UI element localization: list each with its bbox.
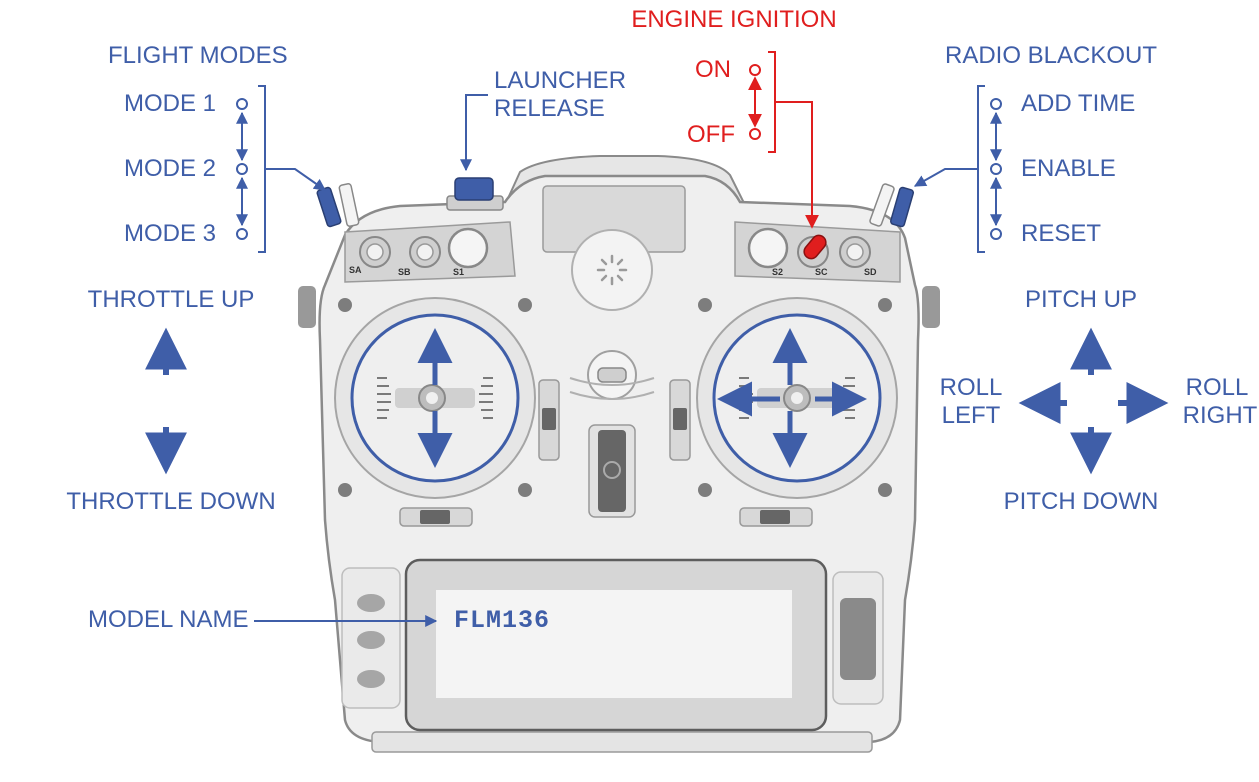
switch-tag-sa: SA <box>349 265 362 275</box>
switch-tag-s1: S1 <box>453 267 464 277</box>
launcher-release-label-2: RELEASE <box>494 95 605 122</box>
pitch-roll-arrows <box>1018 327 1169 475</box>
roll-right-label-1: ROLL <box>1185 374 1249 401</box>
model-name-value: FLM136 <box>454 606 551 635</box>
switch-tag-s2: S2 <box>772 267 783 277</box>
enable-label: ENABLE <box>1021 155 1116 182</box>
roll-left-label-1: ROLL <box>939 374 1003 401</box>
engine-off-label: OFF <box>687 121 735 148</box>
launcher-pointer <box>460 94 488 172</box>
launcher-release-label-1: LAUNCHER <box>494 67 627 94</box>
throttle-down-label: THROTTLE DOWN <box>66 488 276 515</box>
engine-ignition-heading: ENGINE IGNITION <box>631 6 837 33</box>
flight-modes-heading: FLIGHT MODES <box>108 42 288 69</box>
mode-1-label: MODE 1 <box>123 90 216 117</box>
engine-on-label: ON <box>695 56 731 83</box>
switch-tag-sd: SD <box>864 267 877 277</box>
radio-blackout-diagram <box>913 85 1002 253</box>
add-time-label: ADD TIME <box>1021 90 1136 117</box>
pitch-up-label: PITCH UP <box>1024 286 1138 313</box>
roll-right-label-2: RIGHT <box>1182 402 1258 429</box>
throttle-up-label: THROTTLE UP <box>87 286 255 313</box>
switch-tag-sc: SC <box>815 267 828 277</box>
flight-modes-diagram <box>236 85 326 253</box>
switch-tag-sb: SB <box>398 267 411 277</box>
engine-ignition-diagram <box>748 51 819 229</box>
radio-blackout-heading: RADIO BLACKOUT <box>945 42 1158 69</box>
model-name-label: MODEL NAME <box>88 606 249 633</box>
mode-3-label: MODE 3 <box>123 220 216 247</box>
transmitter-body: SA SB S1 S2 SC SD <box>298 155 940 753</box>
mode-2-label: MODE 2 <box>123 155 216 182</box>
pitch-down-label: PITCH DOWN <box>1003 488 1159 515</box>
roll-left-label-2: LEFT <box>941 402 1001 429</box>
reset-label: RESET <box>1021 220 1102 247</box>
